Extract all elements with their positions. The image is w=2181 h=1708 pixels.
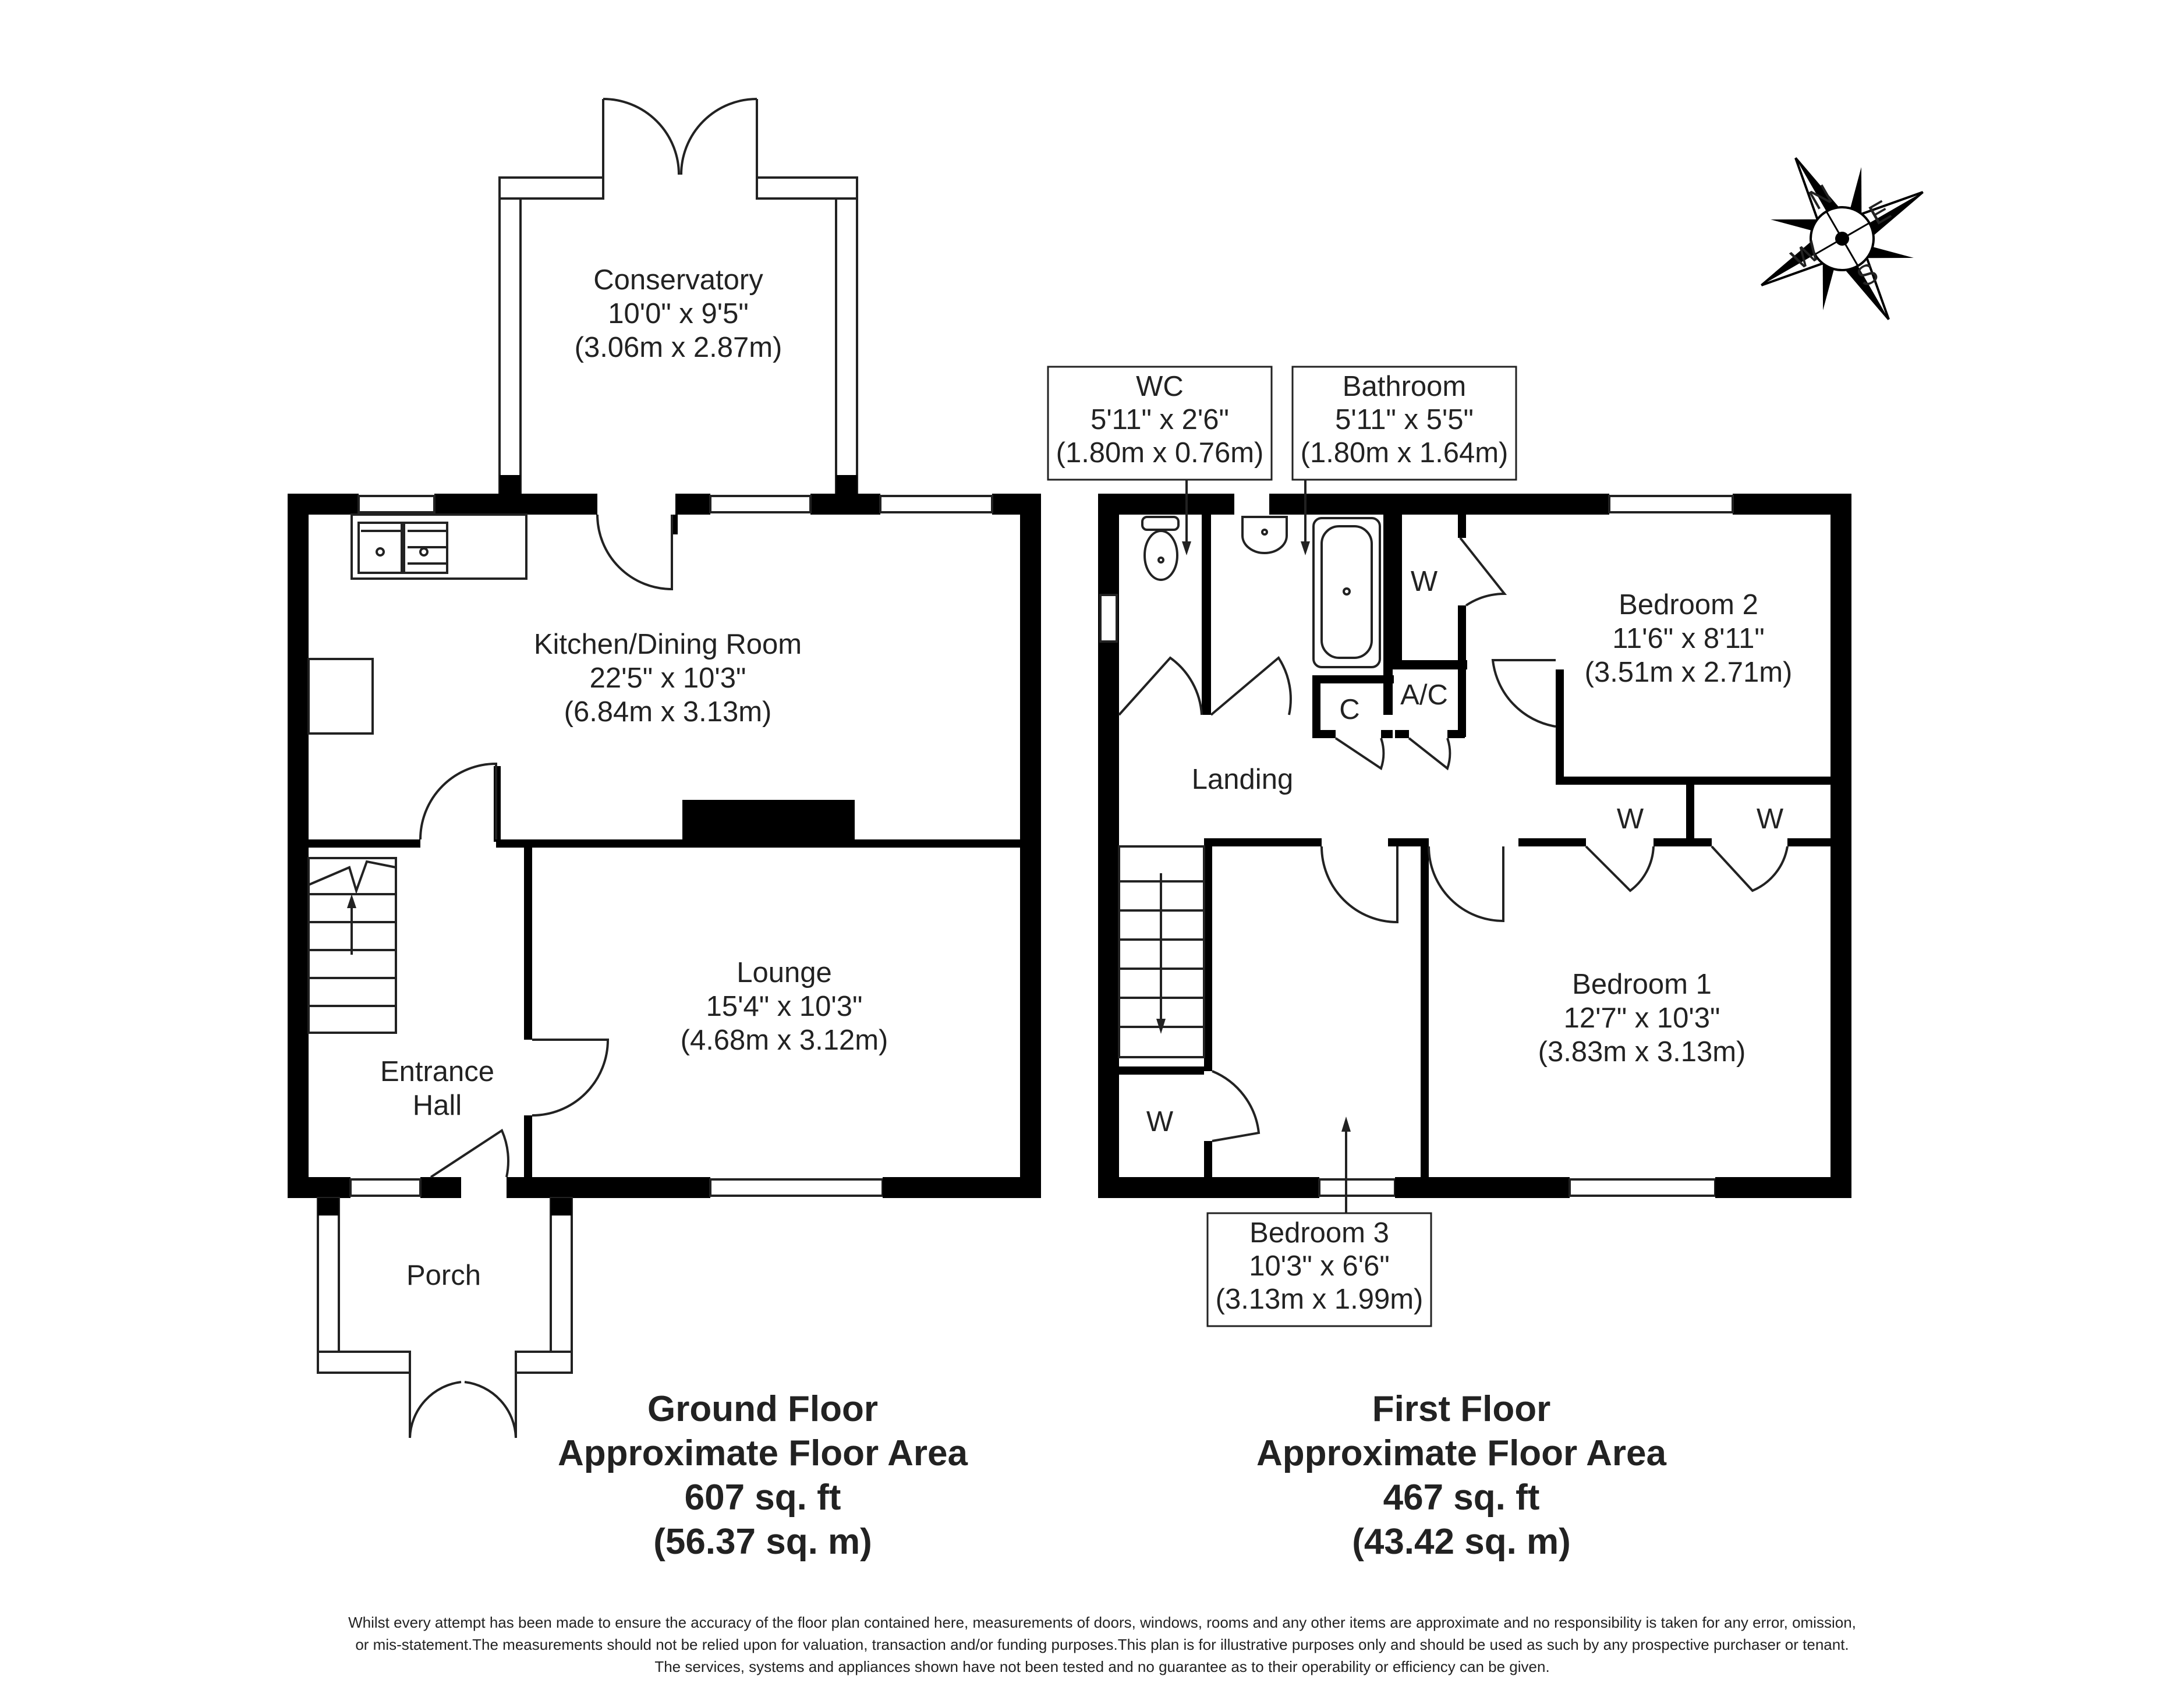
bedroom2-imperial: 11'6" x 8'11" bbox=[1612, 623, 1764, 654]
first-floor-doors bbox=[1118, 537, 1789, 1142]
cupboard-w-bedroom2-right: W bbox=[1757, 803, 1784, 835]
bedroom1-metric: (3.83m x 3.13m) bbox=[1538, 1036, 1746, 1068]
kitchen-units bbox=[307, 513, 527, 735]
wc-label-box bbox=[1047, 366, 1273, 481]
bedroom3-label-box bbox=[1206, 1212, 1432, 1327]
bedroom3-name: Bedroom 3 bbox=[1249, 1217, 1389, 1249]
entrance-hall-line2: Hall bbox=[413, 1090, 462, 1121]
lounge-imperial: 15'4" x 10'3" bbox=[706, 991, 863, 1022]
wc-name: WC bbox=[1136, 371, 1184, 402]
porch-walls bbox=[317, 1197, 573, 1438]
first-floor-staircase bbox=[1118, 845, 1205, 1058]
kitchen-name: Kitchen/Dining Room bbox=[534, 629, 802, 660]
disclaimer-line1: Whilst every attempt has been made to en… bbox=[348, 1614, 1856, 1631]
lounge-metric: (4.68m x 3.12m) bbox=[681, 1025, 888, 1056]
ground-floor-summary-line4: (56.37 sq. m) bbox=[653, 1522, 872, 1562]
bathroom-fittings bbox=[1141, 516, 1381, 668]
first-floor-summary-line2: Approximate Floor Area bbox=[1256, 1433, 1666, 1473]
cupboard-w-bathroom: W bbox=[1411, 566, 1438, 597]
first-floor-summary-line1: First Floor bbox=[1372, 1389, 1551, 1429]
ground-floor-staircase bbox=[307, 857, 397, 1034]
lounge-name: Lounge bbox=[737, 957, 832, 988]
bedroom3-metric: (3.13m x 1.99m) bbox=[1216, 1284, 1424, 1315]
ground-floor-summary-line2: Approximate Floor Area bbox=[558, 1433, 968, 1473]
bedroom1-name: Bedroom 1 bbox=[1572, 969, 1712, 1000]
conservatory-walls bbox=[498, 98, 858, 496]
cupboard-w-bedroom3: W bbox=[1146, 1106, 1174, 1138]
bedroom2-name: Bedroom 2 bbox=[1619, 589, 1758, 621]
bathroom-metric: (1.80m x 1.64m) bbox=[1301, 437, 1509, 469]
bathroom-name: Bathroom bbox=[1343, 371, 1466, 402]
cupboard-c: C bbox=[1339, 694, 1359, 725]
conservatory-imperial: 10'0" x 9'5" bbox=[608, 298, 748, 329]
entrance-hall-line1: Entrance bbox=[380, 1056, 494, 1087]
wc-metric: (1.80m x 0.76m) bbox=[1056, 437, 1264, 469]
cupboard-w-bedroom2-left: W bbox=[1617, 803, 1644, 835]
ground-floor-summary-line1: Ground Floor bbox=[647, 1389, 878, 1429]
conservatory-metric: (3.06m x 2.87m) bbox=[575, 332, 783, 363]
wc-imperial: 5'11" x 2'6" bbox=[1090, 404, 1229, 435]
cupboard-ac: A/C bbox=[1400, 679, 1448, 711]
bedroom3-imperial: 10'3" x 6'6" bbox=[1249, 1250, 1389, 1282]
ground-floor-internal-walls bbox=[288, 515, 1041, 1179]
ground-floor-doors bbox=[419, 514, 673, 1178]
kitchen-imperial: 22'5" x 10'3" bbox=[590, 662, 746, 694]
first-floor-summary-line3: 467 sq. ft bbox=[1383, 1477, 1540, 1518]
kitchen-metric: (6.84m x 3.13m) bbox=[564, 696, 772, 728]
first-floor-summary-line4: (43.42 sq. m) bbox=[1352, 1522, 1571, 1562]
first-floor-plan bbox=[1098, 494, 1851, 1198]
first-floor-internal-walls bbox=[1119, 515, 1840, 1188]
first-floor-outer-walls bbox=[1098, 494, 1851, 1198]
disclaimer-line2: or mis-statement.The measurements should… bbox=[355, 1636, 1849, 1653]
ground-floor-summary-line3: 607 sq. ft bbox=[685, 1477, 841, 1518]
porch-name: Porch bbox=[406, 1260, 481, 1291]
conservatory-name: Conservatory bbox=[593, 264, 763, 296]
bathroom-imperial: 5'11" x 5'5" bbox=[1335, 404, 1474, 435]
compass-rose-icon: N E S W bbox=[1761, 157, 1924, 320]
disclaimer-line3: The services, systems and appliances sho… bbox=[654, 1658, 1549, 1675]
bedroom1-imperial: 12'7" x 10'3" bbox=[1564, 1002, 1720, 1034]
bedroom2-metric: (3.51m x 2.71m) bbox=[1585, 657, 1793, 688]
landing-name: Landing bbox=[1192, 764, 1293, 795]
ground-floor-plan bbox=[288, 98, 1041, 1438]
bathroom-label-box bbox=[1291, 366, 1517, 481]
